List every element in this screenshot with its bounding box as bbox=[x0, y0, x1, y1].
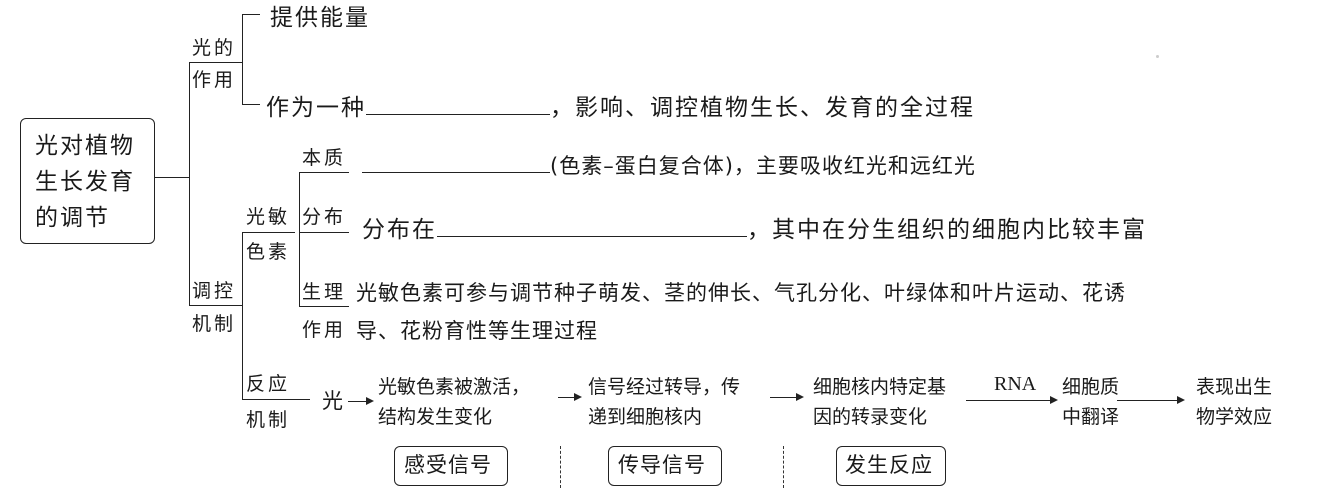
distribution-content: 分布在 ，其中在分生组织的细胞内比较丰富 bbox=[362, 214, 1147, 244]
regulation-label-top: 调控 bbox=[192, 280, 237, 302]
phytochrome-label-bottom: 色素 bbox=[246, 241, 291, 263]
stage-respond-box bbox=[836, 446, 946, 486]
physiology-label-top: 生理 bbox=[302, 281, 347, 303]
distribution-bar bbox=[299, 232, 349, 233]
stage-transduce: 传导信号 bbox=[618, 453, 706, 477]
stage-respond: 发生反应 bbox=[845, 453, 933, 477]
arrow-3 bbox=[770, 393, 804, 401]
response-label-bottom: 机制 bbox=[246, 409, 291, 431]
arrow-5 bbox=[1117, 396, 1185, 404]
stage-receive-box bbox=[394, 446, 508, 486]
essence-content: (色素–蛋白复合体)，主要吸收红光和远红光 bbox=[362, 150, 976, 179]
physiology-bar bbox=[299, 306, 349, 307]
signal-prefix: 作为一种 bbox=[266, 95, 366, 121]
stage-transduce-box bbox=[608, 446, 722, 486]
light-role-label-bottom: 作用 bbox=[192, 69, 237, 91]
arrow-2 bbox=[558, 393, 582, 401]
root-connector bbox=[154, 177, 190, 178]
step-5-line-2: 物学效应 bbox=[1196, 406, 1273, 428]
physiology-line-2: 导、花粉育性等生理过程 bbox=[356, 319, 598, 343]
response-label-top: 反应 bbox=[246, 373, 291, 395]
essence-label: 本质 bbox=[302, 147, 347, 169]
step-3-line-2: 因的转录变化 bbox=[813, 406, 928, 428]
root-node bbox=[20, 118, 155, 244]
arrow-4 bbox=[966, 396, 1058, 404]
response-start-light: 光 bbox=[322, 389, 344, 413]
blank-signal[interactable] bbox=[366, 92, 550, 115]
light-role-fork-top bbox=[242, 14, 260, 15]
step-1-line-2: 结构发生变化 bbox=[378, 406, 493, 428]
step-3-line-1: 细胞核内特定基 bbox=[813, 376, 947, 398]
regulation-label-bottom: 机制 bbox=[192, 313, 237, 335]
distribution-label: 分布 bbox=[302, 206, 347, 228]
phytochrome-bar bbox=[242, 232, 295, 233]
stage-divider-1 bbox=[560, 446, 561, 488]
light-role-fork bbox=[242, 14, 243, 104]
step-4-line-2: 中翻译 bbox=[1062, 406, 1120, 428]
light-role-bar bbox=[189, 62, 242, 63]
regulation-bar bbox=[189, 305, 242, 306]
light-role-fork-bottom bbox=[242, 104, 260, 105]
step-5-line-1: 表现出生 bbox=[1196, 376, 1273, 398]
arrow-label-rna: RNA bbox=[994, 373, 1037, 395]
blank-essence[interactable] bbox=[362, 150, 550, 173]
physiology-line-1: 光敏色素可参与调节种子萌发、茎的伸长、气孔分化、叶绿体和叶片运动、花诱 bbox=[356, 281, 1126, 305]
essence-bar bbox=[299, 172, 349, 173]
essence-suffix: (色素–蛋白复合体)，主要吸收红光和远红光 bbox=[550, 154, 976, 178]
light-role-label-top: 光的 bbox=[192, 37, 237, 59]
physiology-label-bottom: 作用 bbox=[302, 319, 347, 341]
root-line-3: 的调节 bbox=[35, 205, 110, 231]
phytochrome-fork bbox=[299, 172, 300, 306]
signal-suffix: ，影响、调控植物生长、发育的全过程 bbox=[550, 95, 975, 121]
distribution-suffix: ，其中在分生组织的细胞内比较丰富 bbox=[747, 217, 1147, 243]
step-1-line-1: 光敏色素被激活， bbox=[378, 376, 531, 398]
response-bar bbox=[242, 399, 310, 400]
step-4-line-1: 细胞质 bbox=[1062, 376, 1120, 398]
arrow-1 bbox=[348, 397, 374, 405]
main-trunk bbox=[189, 62, 190, 305]
step-2-line-2: 递到细胞核内 bbox=[588, 406, 703, 428]
scan-speck bbox=[1156, 55, 1159, 58]
root-line-2: 生长发育 bbox=[35, 169, 135, 195]
root-line-1: 光对植物 bbox=[35, 133, 135, 159]
stage-divider-2 bbox=[783, 446, 784, 488]
phytochrome-label-top: 光敏 bbox=[246, 206, 291, 228]
regulation-fork bbox=[242, 232, 243, 399]
light-role-item-signal: 作为一种 ，影响、调控植物生长、发育的全过程 bbox=[266, 92, 975, 122]
step-2-line-1: 信号经过转导，传 bbox=[588, 376, 741, 398]
distribution-prefix: 分布在 bbox=[362, 217, 437, 243]
light-role-item-energy: 提供能量 bbox=[270, 5, 370, 31]
blank-distribution[interactable] bbox=[437, 214, 747, 237]
stage-receive: 感受信号 bbox=[404, 453, 492, 477]
